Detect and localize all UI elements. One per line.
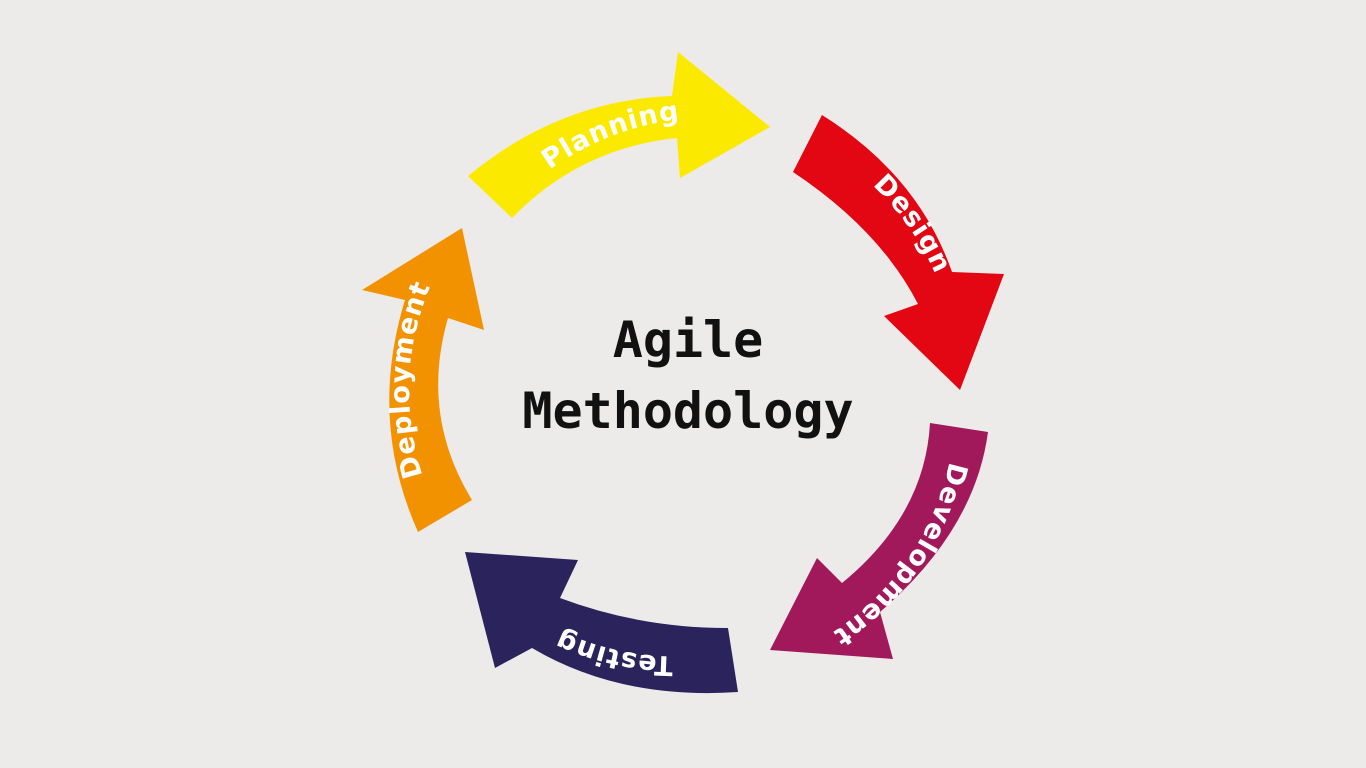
arrow-deployment-shape bbox=[362, 228, 484, 532]
arrow-development: Development bbox=[770, 423, 988, 659]
center-title: Agile Methodology bbox=[522, 311, 853, 440]
center-title-line1: Agile bbox=[613, 311, 764, 369]
arrow-design-shape bbox=[793, 115, 1004, 390]
arrow-development-shape bbox=[770, 423, 988, 659]
arrow-testing-shape bbox=[465, 552, 738, 694]
center-title-line2: Methodology bbox=[522, 382, 853, 440]
arrow-planning-shape bbox=[468, 52, 770, 218]
arrow-design: Design bbox=[793, 115, 1004, 390]
arrow-planning: Planning bbox=[468, 52, 770, 218]
arrow-deployment: Deployment bbox=[362, 228, 484, 532]
arrow-testing: Testing bbox=[465, 552, 738, 694]
